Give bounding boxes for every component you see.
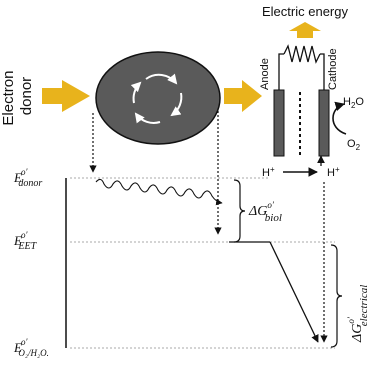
delta-g-electrical-label: ΔGo′electrical <box>346 285 370 343</box>
cell-body <box>95 51 221 145</box>
cathode-label: Cathode <box>327 48 339 90</box>
energy-output-arrow-icon <box>289 22 321 38</box>
external-circuit <box>278 44 325 90</box>
proton-left-label: H+ <box>262 165 275 179</box>
electric-energy-label: Electric energy <box>262 4 348 19</box>
biol-brace <box>233 179 246 243</box>
electron-donor-line1: Electron <box>0 71 17 126</box>
input-arrow-icon <box>42 80 90 112</box>
cell-to-anode-arrow-icon <box>224 80 262 112</box>
water-label: H2O <box>343 96 364 110</box>
delta-g-biol-label: ΔGo′biol <box>248 200 282 224</box>
cathode-electrode <box>318 89 330 157</box>
level-donor-label: Eo′donor <box>13 167 42 189</box>
biological-transfer-wave <box>95 178 223 206</box>
electron-donor-label: Electron donor <box>0 66 35 126</box>
svg-text:Electron donor: Electron donor <box>0 66 35 125</box>
energy-level-lines <box>70 177 335 349</box>
oxygen-reduction-arrow-icon <box>332 101 347 135</box>
cycle-arrows-icon <box>130 73 183 124</box>
anode-electrode <box>273 89 285 157</box>
electrical-brace <box>330 244 343 348</box>
oxygen-label: O2 <box>347 138 361 152</box>
electrical-fall-arrow <box>269 241 319 343</box>
anode-label: Anode <box>259 58 271 90</box>
proton-right-label: H+ <box>327 165 340 179</box>
electron-donor-line2: donor <box>18 77 35 115</box>
level-o2-label: Eo′O₂/H₂O. <box>13 337 49 358</box>
level-eet-label: Eo′EET <box>13 230 38 252</box>
